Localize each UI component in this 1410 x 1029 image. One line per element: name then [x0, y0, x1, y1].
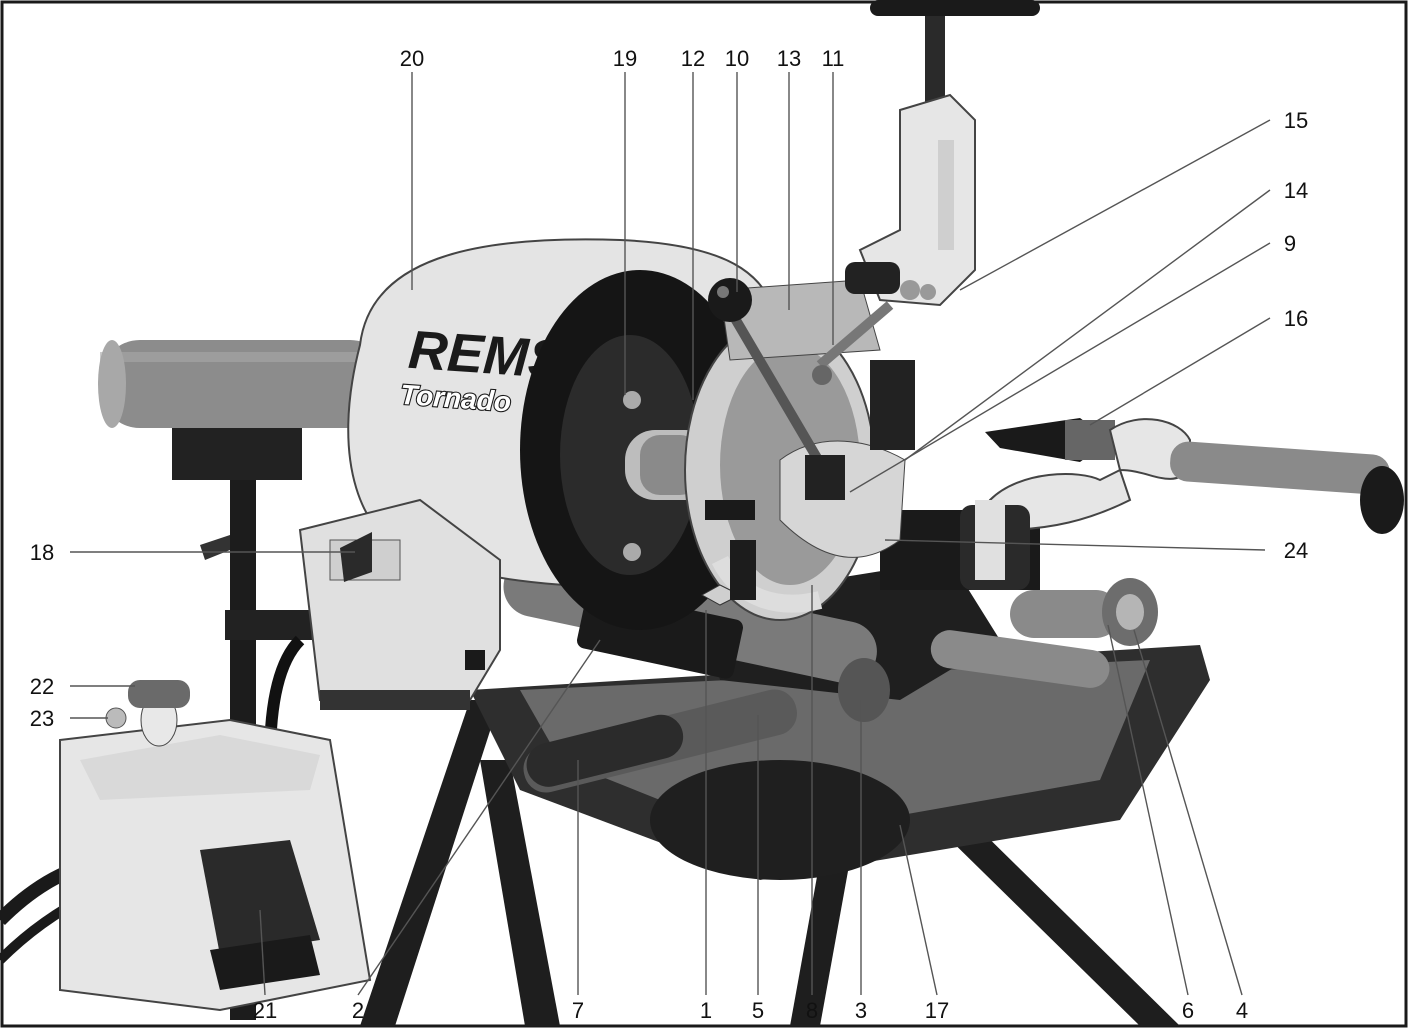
callout-14: 14 — [1284, 178, 1308, 203]
callout-16: 16 — [1284, 306, 1308, 331]
foot-switch — [0, 635, 372, 1012]
callout-4: 4 — [1236, 998, 1248, 1023]
callout-13: 13 — [777, 46, 801, 71]
callout-15: 15 — [1284, 108, 1308, 133]
callout-9: 9 — [1284, 231, 1296, 256]
callout-6: 6 — [1182, 998, 1194, 1023]
die-head-lever — [708, 278, 845, 500]
callout-17: 17 — [925, 998, 949, 1023]
callout-2: 2 — [352, 998, 364, 1023]
callout-22: 22 — [30, 674, 54, 699]
callout-18: 18 — [30, 540, 54, 565]
callout-12: 12 — [681, 46, 705, 71]
reamer — [960, 418, 1404, 590]
callout-3: 3 — [855, 998, 867, 1023]
chuck-assembly — [520, 270, 906, 630]
callout-24: 24 — [1284, 538, 1308, 563]
callout-23: 23 — [30, 706, 54, 731]
callout-10: 10 — [725, 46, 749, 71]
oil-tray — [470, 645, 1210, 880]
callout-1: 1 — [700, 998, 712, 1023]
leader-lines — [70, 72, 1271, 996]
callout-labels: 20 19 12 10 13 11 15 14 9 16 18 24 22 23… — [30, 46, 1308, 1023]
workpiece-pipe — [98, 340, 390, 428]
callout-8: 8 — [806, 998, 818, 1023]
callout-11: 11 — [822, 46, 845, 71]
callout-7: 7 — [572, 998, 584, 1023]
callout-21: 21 — [253, 998, 277, 1023]
stand-legs — [360, 700, 1180, 1026]
callout-19: 19 — [613, 46, 637, 71]
pipe-cutter — [812, 0, 1040, 450]
callout-20: 20 — [400, 46, 424, 71]
callout-5: 5 — [752, 998, 764, 1023]
